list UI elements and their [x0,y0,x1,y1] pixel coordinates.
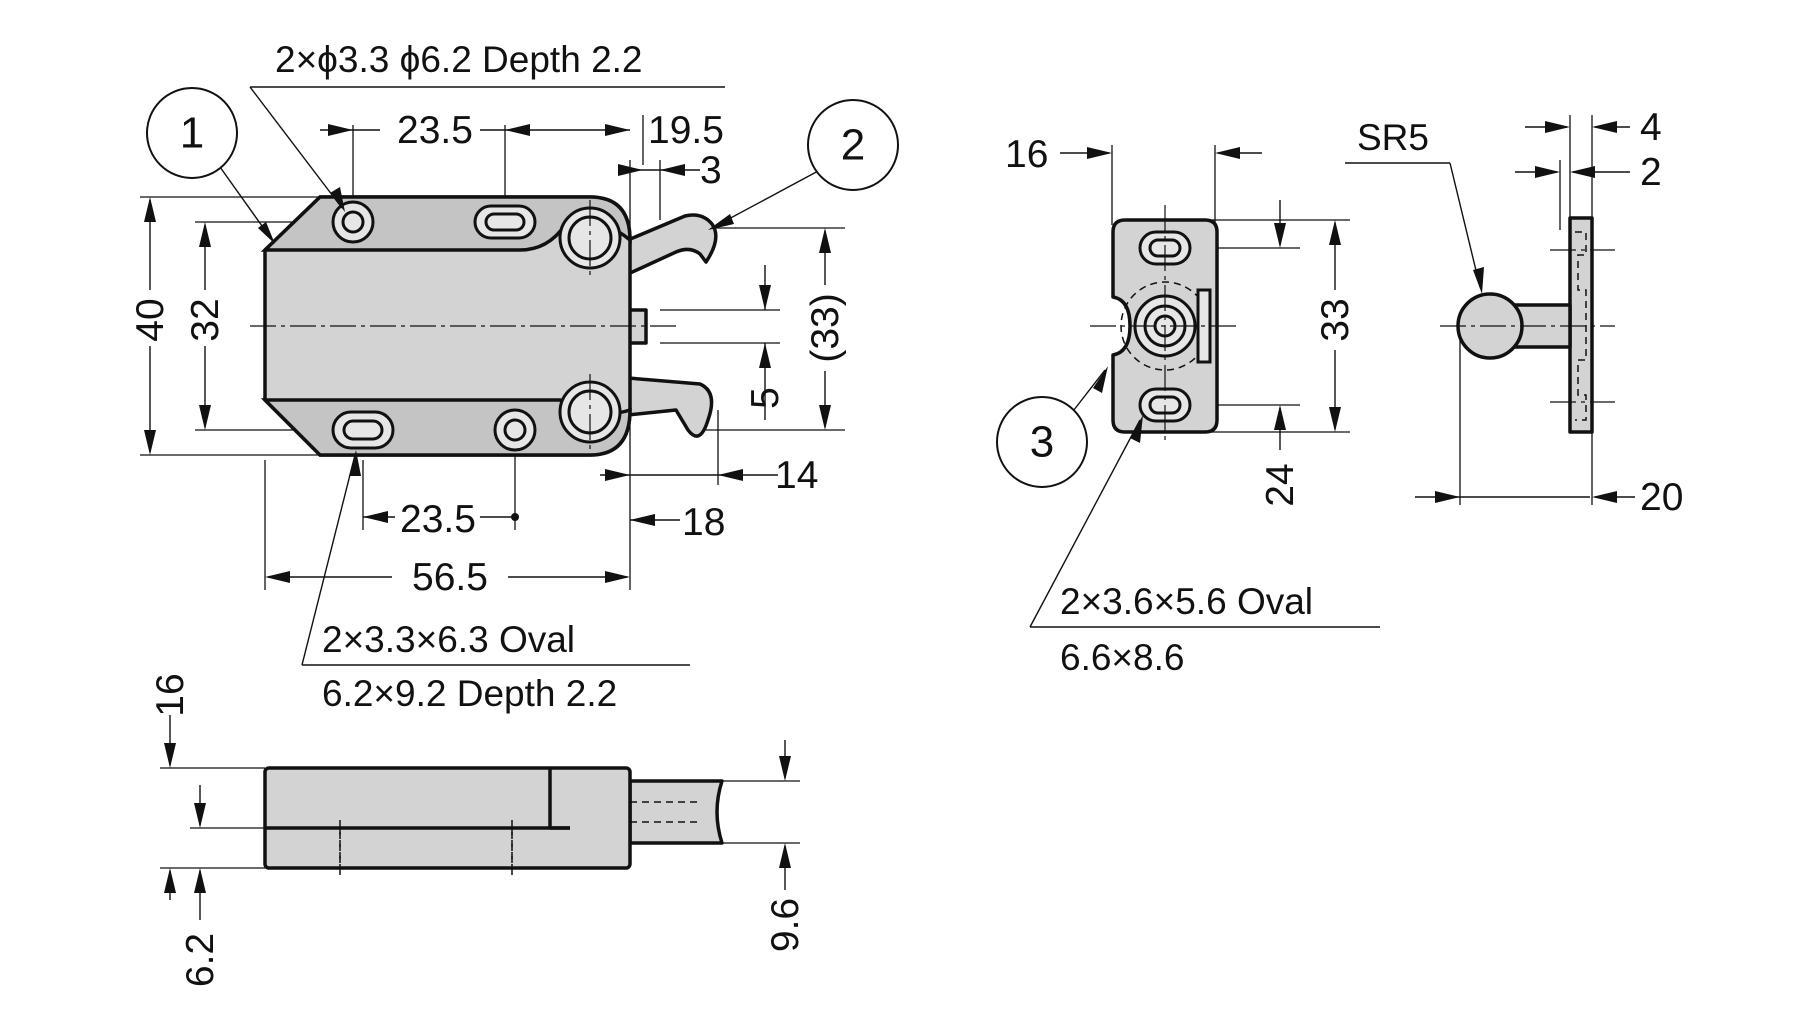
dim-40: 40 [129,298,172,341]
callout-2: 2 [841,121,865,170]
note-top-holes: 2×ϕ3.3 ϕ6.2 Depth 2.2 [275,39,643,80]
dim-strike-24: 24 [1259,463,1302,506]
note-oval-line1: 2×3.3×6.3 Oval [322,619,575,660]
latch-side-view: 16 6.2 9.6 [149,673,807,987]
dim-ball-4: 4 [1640,106,1662,149]
latch-front-view: 40 32 23.5 19.5 3 (33) 5 [129,39,899,714]
callout-3: 3 [1030,418,1054,467]
dim-top-19-5: 19.5 [648,109,724,152]
dim-56-5: 56.5 [412,556,488,599]
dim-33-paren: (33) [804,293,847,362]
dim-ball-2: 2 [1640,151,1662,194]
dim-top-3: 3 [700,149,722,192]
dim-18: 18 [682,501,725,544]
dim-32: 32 [184,298,227,341]
dim-ball-20: 20 [1640,476,1683,519]
dim-14: 14 [775,454,818,497]
callout-1: 1 [180,109,204,158]
dim-strike-16: 16 [1005,133,1048,176]
note-sr5: SR5 [1357,117,1429,158]
note-strike-oval-line2: 6.6×8.6 [1060,637,1184,678]
note-strike-oval-line1: 2×3.6×5.6 Oval [1060,581,1313,622]
dim-top-23-5: 23.5 [397,109,473,152]
note-oval-line2: 6.2×9.2 Depth 2.2 [322,673,617,714]
dim-strike-33: 33 [1314,298,1357,341]
ball-stud-view: 4 2 20 SR5 [1345,106,1683,519]
dim-side-16: 16 [149,673,192,716]
dim-side-9-6: 9.6 [764,898,807,952]
dim-side-6-2: 6.2 [179,933,222,987]
strike-plate-view: 16 33 24 2×3.6×5.6 Oval 6.6×8.6 3 [996,133,1380,678]
dim-bottom-23-5: 23.5 [400,498,476,541]
dim-5: 5 [744,387,787,409]
